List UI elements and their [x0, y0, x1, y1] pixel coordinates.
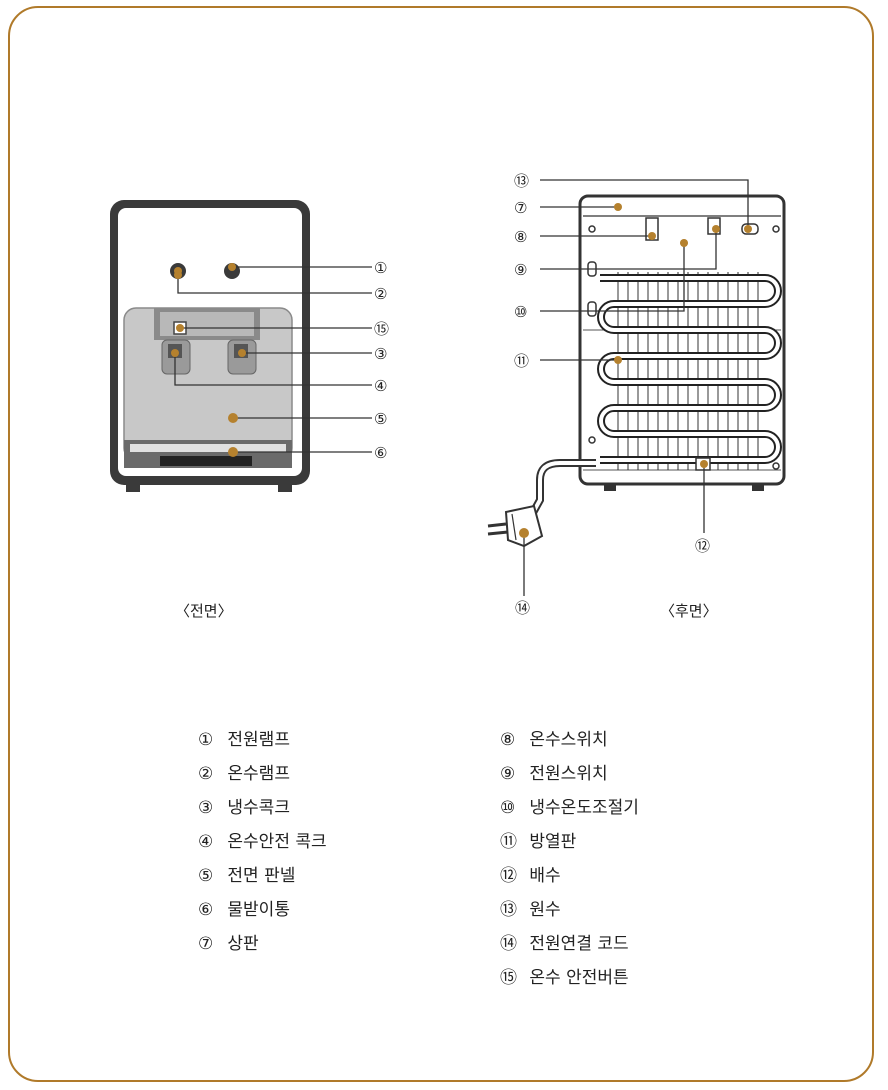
legend-item: ⑮ 온수 안전버튼 — [500, 961, 639, 995]
legend-item: ④ 온수안전 콕크 — [198, 825, 327, 859]
legend-item: ① 전원램프 — [198, 723, 327, 757]
legend-item: ⑧ 온수스위치 — [500, 723, 639, 757]
front-foot-right — [278, 484, 292, 492]
legend-num: ⑬ — [500, 900, 517, 920]
legend-label: 냉수콕크 — [227, 798, 290, 818]
front-view: ① ② ⑮ ③ ④ ⑤ ⑥ — [110, 200, 389, 492]
marker-11: ⑪ — [514, 352, 529, 370]
legend-item: ⑤ 전면 판넬 — [198, 859, 327, 893]
legend-num: ⑫ — [500, 866, 517, 886]
legend-num: ⑮ — [500, 968, 517, 988]
front-view-caption: 〈전면〉 — [175, 602, 233, 620]
legend-num: ⑩ — [500, 798, 516, 818]
power-plug — [487, 504, 544, 548]
marker-3: ③ — [374, 345, 387, 363]
legend-label: 물받이통 — [227, 900, 290, 920]
legend-label: 전원스위치 — [529, 764, 608, 784]
legend-num: ① — [198, 730, 214, 750]
legend-label: 냉수온도조절기 — [529, 798, 639, 818]
legend-item: ⑦ 상판 — [198, 927, 327, 961]
marker-5: ⑤ — [374, 410, 387, 428]
marker-12: ⑫ — [695, 537, 710, 555]
legend-item: ⑨ 전원스위치 — [500, 757, 639, 791]
marker-9: ⑨ — [514, 261, 527, 279]
legend-label: 전원연결 코드 — [529, 934, 629, 954]
legend-item: ⑪ 방열판 — [500, 825, 639, 859]
back-callout-lines — [523, 179, 749, 596]
front-foot-left — [126, 484, 140, 492]
legend-label: 방열판 — [529, 832, 577, 852]
legend-item: ⑥ 물받이통 — [198, 893, 327, 927]
legend-num: ③ — [198, 798, 214, 818]
back-body — [578, 194, 786, 486]
legend-item: ⑫ 배수 — [500, 859, 639, 893]
legend-label: 전면 판넬 — [227, 866, 296, 886]
legend-num: ④ — [198, 832, 214, 852]
legend-label: 온수스위치 — [529, 730, 608, 750]
legend-label: 온수안전 콕크 — [227, 832, 327, 852]
page-frame — [8, 6, 874, 1082]
marker-6: ⑥ — [374, 444, 387, 462]
legend-label: 온수 안전버튼 — [529, 968, 629, 988]
legend-num: ⑥ — [198, 900, 214, 920]
marker-13: ⑬ — [514, 172, 529, 190]
legend-num: ⑦ — [198, 934, 214, 954]
back-view-caption: 〈후면〉 — [660, 602, 718, 620]
legend-num: ⑤ — [198, 866, 214, 886]
back-view: ⑬ ⑦ ⑧ ⑨ ⑩ ⑪ ⑫ ⑭ — [487, 172, 786, 617]
legend-label: 전원램프 — [227, 730, 290, 750]
marker-4: ④ — [374, 377, 387, 395]
legend-label: 온수램프 — [227, 764, 290, 784]
legend-num: ⑨ — [500, 764, 516, 784]
marker-7: ⑦ — [514, 199, 527, 217]
marker-15: ⑮ — [374, 320, 389, 338]
legend-label: 배수 — [529, 866, 561, 886]
marker-1: ① — [374, 259, 387, 277]
legend-item: ⑩ 냉수온도조절기 — [500, 791, 639, 825]
legend-num: ⑧ — [500, 730, 516, 750]
legend-item: ③ 냉수콕크 — [198, 791, 327, 825]
legend-num: ⑪ — [500, 832, 517, 852]
marker-14: ⑭ — [515, 599, 530, 617]
legend-item: ⑬ 원수 — [500, 893, 639, 927]
legend-num: ② — [198, 764, 214, 784]
legend-right: ⑧ 온수스위치 ⑨ 전원스위치 ⑩ 냉수온도조절기 ⑪ 방열판 ⑫ 배수 ⑬ 원… — [500, 723, 639, 995]
marker-2: ② — [374, 285, 387, 303]
legend-left: ① 전원램프 ② 온수램프 ③ 냉수콕크 ④ 온수안전 콕크 ⑤ 전면 판넬 ⑥… — [198, 723, 327, 961]
back-callout-dots — [519, 203, 752, 538]
legend-label: 상판 — [227, 934, 259, 954]
front-callout-lines — [174, 266, 372, 453]
front-callout-dots — [171, 263, 246, 457]
legend-num: ⑭ — [500, 934, 517, 954]
legend-item: ② 온수램프 — [198, 757, 327, 791]
legend-label: 원수 — [529, 900, 561, 920]
marker-8: ⑧ — [514, 228, 527, 246]
legend-item: ⑭ 전원연결 코드 — [500, 927, 639, 961]
marker-10: ⑩ — [514, 303, 527, 321]
